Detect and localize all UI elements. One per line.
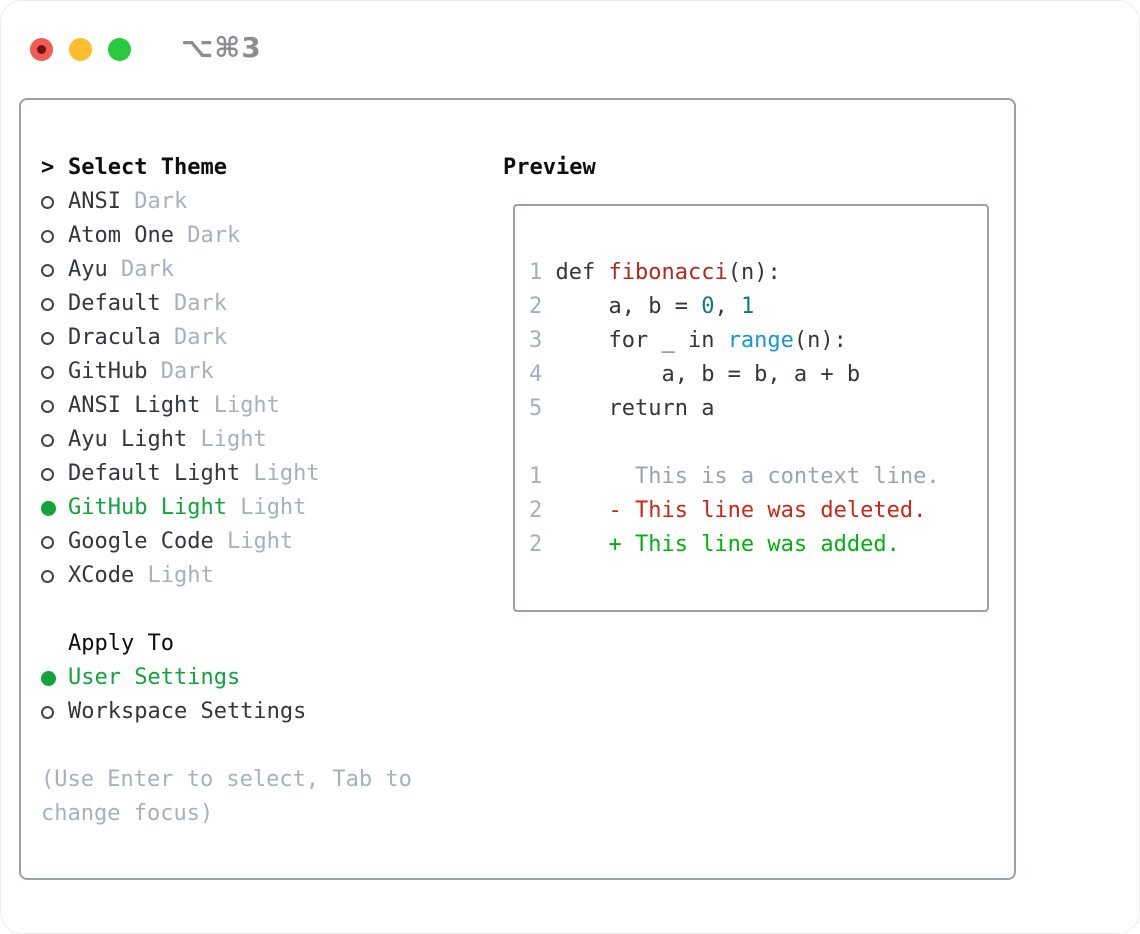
code-line: 4 a, b = b, a + b: [529, 362, 861, 387]
theme-option-ayu[interactable]: Ayu Dark: [41, 253, 503, 287]
option-label: User Settings: [68, 665, 241, 690]
diff-line-deleted: 2 - This line was deleted.: [529, 498, 927, 523]
option-label: Ayu Light: [68, 427, 188, 452]
code-line: 3 for _ in range(n):: [529, 328, 847, 353]
apply-option-workspace-settings[interactable]: Workspace Settings: [41, 695, 503, 729]
option-label: Default Light: [68, 461, 241, 486]
option-label: GitHub: [68, 359, 148, 384]
focus-caret-icon: >: [41, 155, 55, 180]
option-label: ANSI Light: [68, 393, 201, 418]
theme-option-atom-one[interactable]: Atom One Dark: [41, 219, 503, 253]
diff-line-added: 2 + This line was added.: [529, 532, 900, 557]
line-number: 1: [529, 260, 556, 285]
option-label: XCode: [68, 563, 135, 588]
radio-icon: [41, 433, 54, 447]
code-preview: 1 def fibonacci(n): 2 a, b = 0, 1 3 for _ …: [529, 256, 987, 426]
line-number: 5: [529, 396, 556, 421]
theme-option-google-code[interactable]: Google Code Light: [41, 525, 503, 559]
keyboard-hint: (Use Enter to select, Tab to change focu…: [41, 767, 412, 826]
theme-option-xcode[interactable]: XCode Light: [41, 559, 503, 593]
option-label: ANSI: [68, 189, 121, 214]
code-line: 1 def fibonacci(n):: [529, 260, 781, 285]
line-number: 4: [529, 362, 556, 387]
option-label: Dracula: [68, 325, 161, 350]
select-theme-title: Select Theme: [68, 155, 227, 180]
maximize-button[interactable]: [108, 38, 131, 61]
code-line: 2 a, b = 0, 1: [529, 294, 755, 319]
theme-option-default-light[interactable]: Default Light Light: [41, 457, 503, 491]
radio-icon: [41, 569, 54, 583]
option-variant-label: Dark: [107, 257, 174, 282]
option-variant-label: Dark: [173, 223, 241, 248]
minimize-button[interactable]: [69, 38, 92, 61]
radio-icon: [41, 297, 54, 311]
option-variant-label: Dark: [120, 189, 188, 214]
radio-icon: [41, 535, 54, 549]
option-variant-label: Dark: [147, 359, 214, 384]
line-number: 2: [529, 532, 543, 557]
radio-selected-icon: [41, 670, 56, 686]
blank-line: [529, 426, 987, 460]
option-variant-label: Light: [213, 529, 294, 554]
radio-icon: [41, 365, 54, 379]
option-variant-label: Dark: [160, 325, 227, 350]
option-variant-label: Light: [200, 393, 280, 418]
radio-icon: [41, 705, 54, 719]
option-variant-label: Dark: [160, 291, 227, 316]
preview-box: 1 def fibonacci(n): 2 a, b = 0, 1 3 for _ …: [513, 204, 989, 612]
option-label: Default: [68, 291, 161, 316]
unsaved-indicator-icon: [37, 45, 46, 54]
radio-icon: [41, 229, 54, 243]
theme-option-dracula[interactable]: Dracula Dark: [41, 321, 503, 355]
option-label: Ayu: [68, 257, 108, 282]
option-label: GitHub Light: [68, 495, 227, 520]
theme-option-ayu-light[interactable]: Ayu Light Light: [41, 423, 503, 457]
apply-option-user-settings[interactable]: User Settings: [41, 661, 503, 695]
spacer: [41, 593, 503, 627]
option-variant-label: Light: [134, 563, 214, 588]
option-label: Workspace Settings: [68, 699, 307, 724]
radio-selected-icon: [41, 500, 56, 516]
theme-option-github[interactable]: GitHub Dark: [41, 355, 503, 389]
line-number: 2: [529, 498, 543, 523]
diff-preview: 1 This is a context line. 2 - This line w…: [529, 460, 987, 562]
option-variant-label: Light: [187, 427, 267, 452]
radio-icon: [41, 195, 54, 209]
radio-icon: [41, 263, 54, 277]
line-number: 3: [529, 328, 556, 353]
option-variant-label: Light: [240, 461, 320, 486]
theme-option-ansi[interactable]: ANSI Dark: [41, 185, 503, 219]
close-button[interactable]: [30, 38, 53, 61]
titlebar: ⌥⌘3: [1, 1, 1139, 98]
preview-title: Preview: [503, 155, 596, 180]
theme-option-default[interactable]: Default Dark: [41, 287, 503, 321]
apply-to-title: Apply To: [68, 631, 174, 656]
radio-icon: [41, 331, 54, 345]
preview-column: Preview 1 def fibonacci(n): 2 a, b = 0, 1…: [503, 151, 1014, 878]
option-label: Google Code: [68, 529, 214, 554]
option-variant-label: Light: [226, 495, 307, 520]
theme-option-github-light[interactable]: GitHub Light Light: [41, 491, 503, 525]
line-number: 2: [529, 294, 556, 319]
option-label: Atom One: [68, 223, 174, 248]
radio-icon: [41, 399, 54, 413]
select-theme-header: > Select Theme: [41, 151, 503, 185]
theme-option-ansi-light[interactable]: ANSI Light Light: [41, 389, 503, 423]
spacer: [41, 729, 503, 763]
code-line: 5 return a: [529, 396, 715, 421]
radio-icon: [41, 467, 54, 481]
window-title-shortcut: ⌥⌘3: [181, 31, 262, 64]
diff-line-context: 1 This is a context line.: [529, 464, 940, 489]
apply-to-header: Apply To: [41, 627, 503, 661]
preview-header: Preview: [503, 151, 1014, 185]
line-number: 1: [529, 464, 543, 489]
